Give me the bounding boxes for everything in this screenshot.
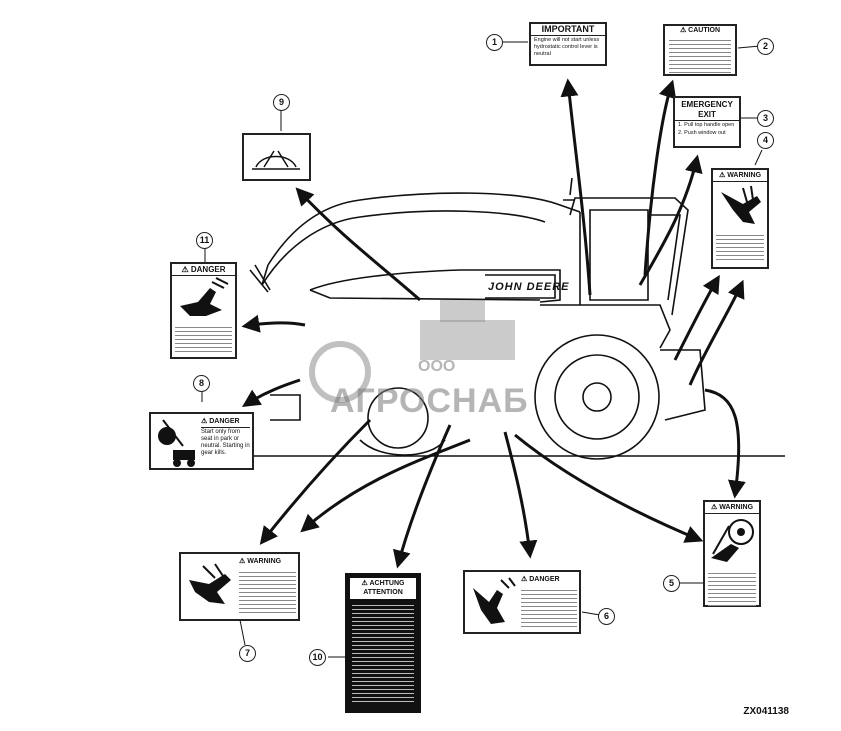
decal-header: WARNING xyxy=(727,172,762,179)
fine-print-lines xyxy=(352,602,414,702)
decal-header: WARNING xyxy=(719,504,754,511)
decal-line-1: 1. Pull top handle open xyxy=(678,122,735,128)
machine-brand-label: JOHN DEERE xyxy=(488,281,570,293)
hand-crush-icon xyxy=(473,577,516,624)
fine-print-lines xyxy=(669,37,731,73)
fine-print-lines xyxy=(716,232,764,262)
callout-11: 11 xyxy=(196,232,213,249)
callout-7: 7 xyxy=(239,645,256,662)
decal-header: WARNING xyxy=(247,558,282,565)
watermark-ooo: ООО xyxy=(418,358,456,375)
warning-triangle-icon: ⚠ xyxy=(181,265,189,274)
fine-print-lines xyxy=(239,569,296,615)
callout-3: 3 xyxy=(757,110,774,127)
fine-print-lines xyxy=(521,587,577,627)
decal-header: CAUTION xyxy=(688,27,721,34)
decal-danger-6: ⚠ DANGER xyxy=(463,570,581,634)
decal-warning-7: ⚠ WARNING xyxy=(179,552,300,621)
decal-header: DANGER xyxy=(209,418,240,425)
callout-6: 6 xyxy=(598,608,615,625)
decal-caution: ⚠ CAUTION xyxy=(663,24,737,76)
decal-line-2: 2. Push window out xyxy=(678,130,726,136)
decal-emergency-exit: EMERGENCY EXIT 1. Pull top handle open 2… xyxy=(673,96,741,148)
warning-triangle-icon: ⚠ xyxy=(718,172,726,179)
callout-2: 2 xyxy=(757,38,774,55)
warning-triangle-icon: ⚠ xyxy=(201,418,208,425)
callout-10: 10 xyxy=(309,649,326,666)
callout-9: 9 xyxy=(273,94,290,111)
warning-triangle-icon: ⚠ xyxy=(521,576,528,583)
decal-danger-11: ⚠ DANGER xyxy=(170,262,237,359)
decal-achtung-attention: ⚠ ACHTUNG ATTENTION xyxy=(345,573,421,713)
fine-print-lines xyxy=(708,570,756,606)
warning-triangle-icon: ⚠ xyxy=(361,580,368,587)
decal-header-1: ACHTUNG xyxy=(369,580,405,587)
hand-entanglement-icon xyxy=(189,563,231,604)
decal-text: Start only from seat in park or neutral.… xyxy=(201,429,250,456)
start-from-seat-icon xyxy=(158,419,195,467)
hand-cutting-icon xyxy=(180,277,229,316)
warning-triangle-icon: ⚠ xyxy=(710,504,718,511)
belt-drive-hazard-icon xyxy=(711,519,754,562)
decal-text: Engine will not start unless hydrostatic… xyxy=(534,37,600,57)
decal-warning-5: ⚠ WARNING xyxy=(703,500,761,607)
watermark-agrosnab: АГРОСНАБ xyxy=(330,382,529,420)
decal-header-1: EMERGENCY xyxy=(681,100,733,109)
windshield-wiper-icon xyxy=(252,150,300,170)
hand-entanglement-icon xyxy=(721,185,761,224)
callout-8: 8 xyxy=(193,375,210,392)
decal-danger-8: ⚠ DANGER Start only from seat in park or… xyxy=(149,412,254,470)
figure-id: ZX041138 xyxy=(743,706,789,717)
callout-5: 5 xyxy=(663,575,680,592)
decal-header-2: EXIT xyxy=(675,110,739,121)
warning-triangle-icon: ⚠ xyxy=(679,27,687,34)
callout-1: 1 xyxy=(486,34,503,51)
decal-header-2: ATTENTION xyxy=(363,589,403,596)
decal-warning-4: ⚠ WARNING xyxy=(711,168,769,269)
decal-important: IMPORTANT Engine will not start unless h… xyxy=(529,22,607,66)
decal-header: DANGER xyxy=(190,265,226,274)
decal-header: DANGER xyxy=(529,576,560,583)
fine-print-lines xyxy=(175,324,232,352)
warning-triangle-icon: ⚠ xyxy=(239,558,246,565)
decal-wiper-pictogram xyxy=(242,133,311,181)
decal-header: IMPORTANT xyxy=(531,24,605,36)
callout-4: 4 xyxy=(757,132,774,149)
